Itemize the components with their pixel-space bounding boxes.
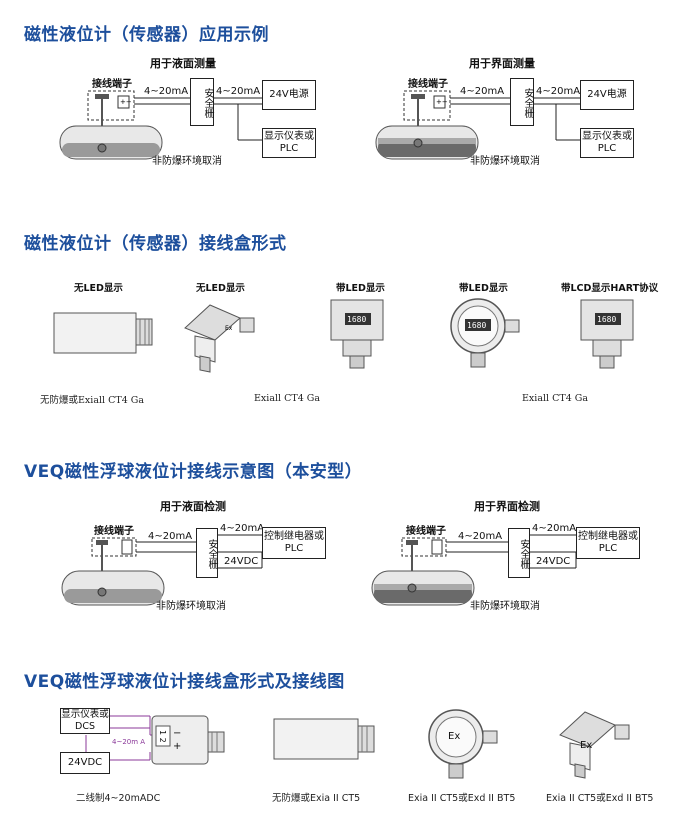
- svg-text:+−: +−: [436, 98, 448, 106]
- display-label-r: 显示仪表或PLC: [582, 131, 632, 154]
- signal-label-2: 4~20mA: [216, 86, 261, 97]
- veq-signal-label: 4~20mA: [148, 531, 193, 542]
- signal-label-r: 4~20mA: [460, 86, 505, 97]
- barrier-box: 安全栅: [190, 78, 214, 126]
- veq-barrier-label: 安全栅: [206, 539, 217, 569]
- display-box: 显示仪表或PLC: [262, 128, 316, 158]
- veq-left-title: 用于液面检测: [160, 500, 226, 513]
- display-box-r: 显示仪表或PLC: [580, 128, 634, 158]
- nonex-label-r: 非防爆环境取消: [470, 156, 540, 167]
- wiring-box-2: [273, 718, 375, 760]
- power-box-r: 24V电源: [580, 80, 634, 110]
- svg-text:1680: 1680: [597, 315, 616, 324]
- section-title-application: 磁性液位计（传感器）应用示例: [24, 25, 269, 45]
- dcs-box: 显示仪表或DCS: [60, 708, 110, 734]
- junction-box-2: Ex: [184, 304, 255, 373]
- vdc-label: 24VDC: [67, 757, 103, 768]
- junction-box-3: 1680: [330, 299, 384, 369]
- svg-text:1680: 1680: [467, 321, 486, 330]
- box-heading-5: 带LCD显示HART协议: [561, 283, 659, 294]
- veq-signal-label-r: 4~20mA: [458, 531, 503, 542]
- power-label-r: 24V电源: [587, 89, 627, 100]
- box-caption-3: Exiall CT4 Ga: [522, 393, 589, 404]
- power-box: 24V电源: [262, 80, 316, 110]
- wiring-signal-label: 4~20m A: [112, 738, 146, 746]
- svg-text:1680: 1680: [347, 315, 366, 324]
- power-label: 24V电源: [269, 89, 309, 100]
- wiring-caption-1: 二线制4~20mADC: [76, 793, 161, 804]
- wiring-caption-3: Exia II CT5或Exd II BT5: [408, 793, 516, 804]
- wiring-plus-label: +: [173, 741, 182, 752]
- veq-relay-label-r: 控制继电器或PLC: [578, 531, 638, 554]
- veq-terminal-label: 接线端子: [94, 526, 134, 537]
- junction-box-5: 1680: [580, 299, 634, 369]
- junction-box-4: 1680: [450, 298, 520, 368]
- svg-text:+−: +−: [120, 98, 132, 106]
- veq-signal-label-r2: 4~20mA: [532, 523, 577, 534]
- box-heading-4: 带LED显示: [459, 283, 508, 294]
- box-caption-1: 无防爆或Exiall CT4 Ga: [40, 395, 145, 406]
- wiring-minus-label: −: [173, 728, 182, 739]
- ex-label-1: Ex: [448, 731, 461, 742]
- veq-relay-box: 控制继电器或PLC: [262, 527, 326, 559]
- veq-barrier-label-r: 安全栅: [518, 539, 529, 569]
- veq-nonex-label: 非防爆环境取消: [156, 601, 226, 612]
- section-title-veq-boxes: VEQ磁性浮球液位计接线盒形式及接线图: [24, 672, 345, 692]
- signal-label-r2: 4~20mA: [536, 86, 581, 97]
- wiring-diagram: [85, 715, 225, 765]
- section-title-boxes: 磁性液位计（传感器）接线盒形式: [24, 234, 287, 254]
- wiring-caption-4: Exia II CT5或Exd II BT5: [546, 793, 654, 804]
- app-right-diagram: +−: [375, 90, 580, 160]
- dcs-label: 显示仪表或DCS: [61, 709, 109, 732]
- wiring-box-3: [428, 709, 498, 779]
- veq-right-title: 用于界面检测: [474, 500, 540, 513]
- section-title-veq-wiring: VEQ磁性浮球液位计接线示意图（本安型）: [24, 462, 363, 482]
- box-heading-1: 无LED显示: [74, 283, 123, 294]
- junction-box-1: [53, 312, 153, 354]
- wiring-term-label: 1 2: [158, 730, 167, 743]
- veq-relay-box-r: 控制继电器或PLC: [576, 527, 640, 559]
- veq-vdc-label: 24VDC: [224, 556, 259, 567]
- svg-text:Ex: Ex: [225, 325, 233, 332]
- nonex-label: 非防爆环境取消: [152, 156, 222, 167]
- terminal-label-r: 接线端子: [408, 79, 448, 90]
- box-caption-2: Exiall CT4 Ga: [254, 393, 321, 404]
- app-left-diagram: +−: [59, 90, 262, 160]
- signal-label: 4~20mA: [144, 86, 189, 97]
- ex-label-2: Ex: [580, 740, 593, 751]
- wiring-box-4: [559, 711, 630, 779]
- box-heading-3: 带LED显示: [336, 283, 385, 294]
- veq-barrier-box-r: 安全栅: [508, 528, 530, 578]
- box-heading-2: 无LED显示: [196, 283, 245, 294]
- veq-right-diagram: [371, 534, 577, 606]
- veq-relay-label: 控制继电器或PLC: [264, 531, 324, 554]
- veq-barrier-box: 安全栅: [196, 528, 218, 578]
- barrier-label: 安全栅: [202, 88, 213, 118]
- wiring-caption-2: 无防爆或Exia II CT5: [272, 793, 361, 804]
- display-label: 显示仪表或PLC: [264, 131, 314, 154]
- barrier-label-r: 安全栅: [522, 88, 533, 118]
- terminal-label: 接线端子: [92, 79, 132, 90]
- veq-terminal-label-r: 接线端子: [406, 526, 446, 537]
- app-right-title: 用于界面测量: [469, 57, 535, 70]
- barrier-box-r: 安全栅: [510, 78, 534, 126]
- veq-signal-label-2: 4~20mA: [220, 523, 265, 534]
- veq-vdc-label-r: 24VDC: [536, 556, 571, 567]
- vdc-box: 24VDC: [60, 752, 110, 774]
- veq-nonex-label-r: 非防爆环境取消: [470, 601, 540, 612]
- veq-left-diagram: [61, 534, 263, 606]
- app-left-title: 用于液面测量: [150, 57, 216, 70]
